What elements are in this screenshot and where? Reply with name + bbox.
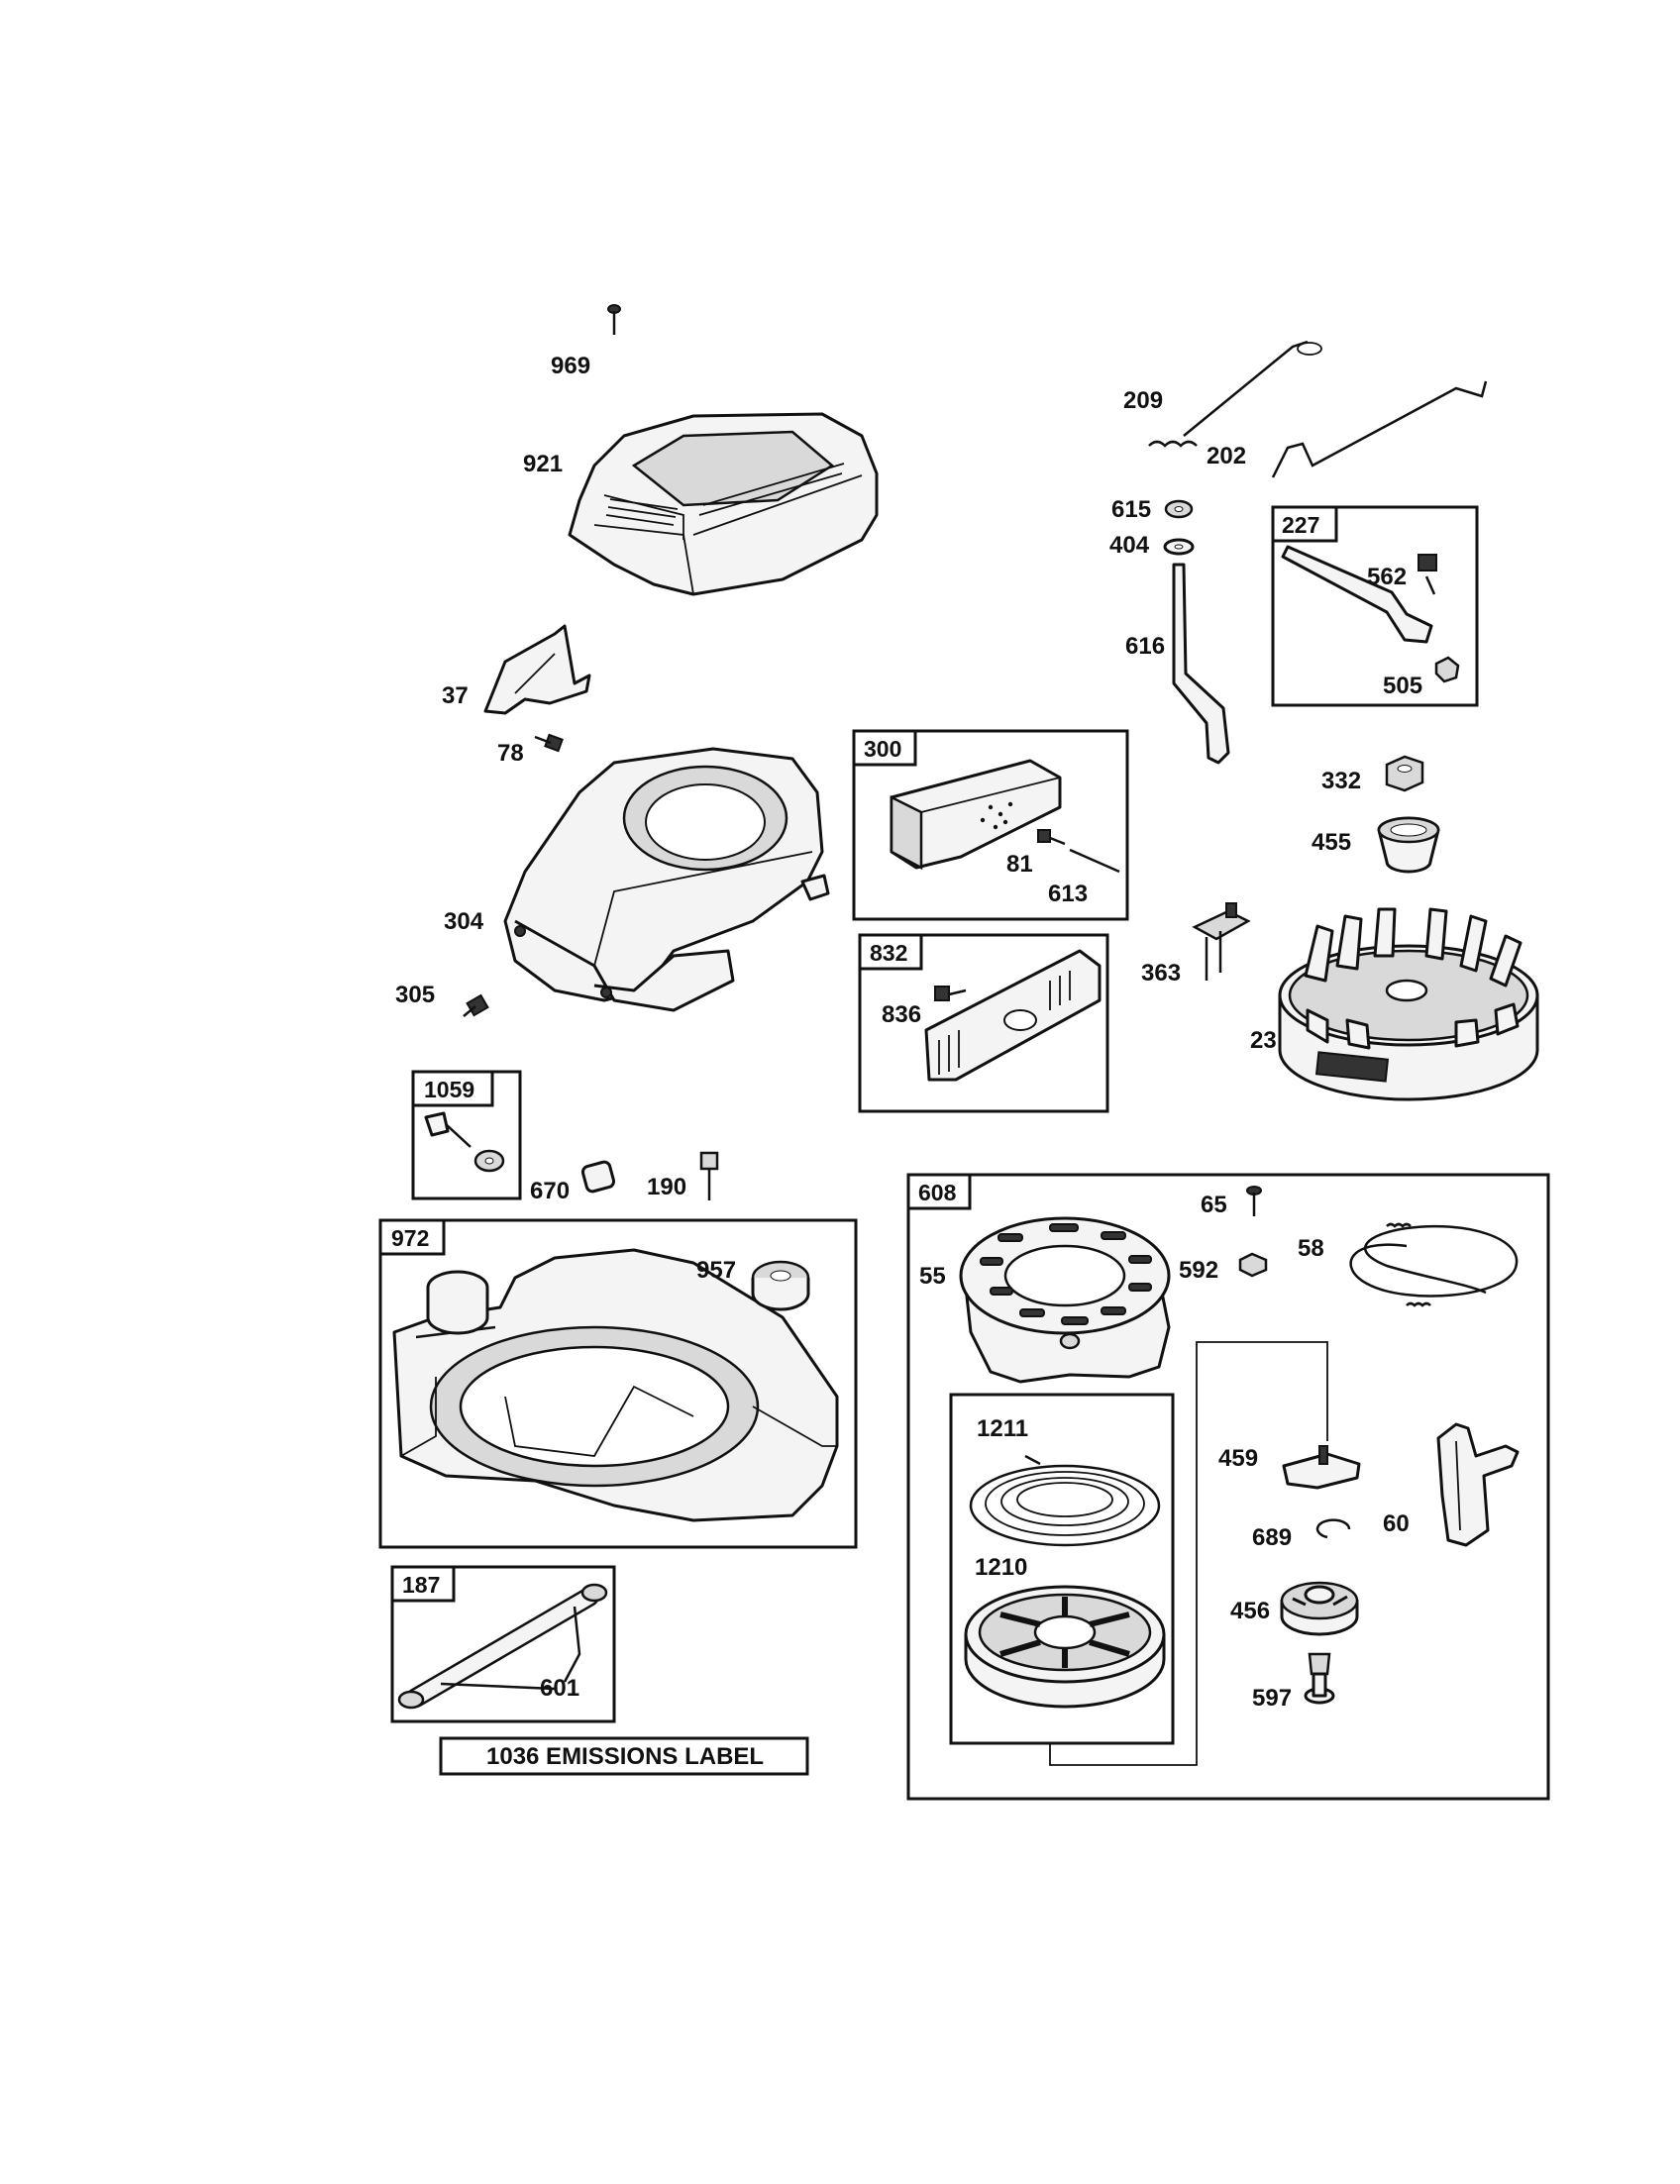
part-613-pin — [1069, 848, 1120, 874]
part-972-fuel-tank — [392, 1248, 839, 1522]
label-1210: 1210 — [975, 1554, 1027, 1581]
part-81-screw — [1037, 829, 1066, 846]
label-65: 65 — [1201, 1192, 1227, 1218]
box-227: 227 562 505 — [1271, 505, 1479, 707]
part-37-shield — [483, 624, 591, 715]
label-305: 305 — [395, 982, 435, 1008]
part-304-blower-housing — [503, 747, 830, 1012]
label-81: 81 — [1006, 851, 1033, 878]
label-190: 190 — [647, 1174, 686, 1200]
label-597: 597 — [1252, 1685, 1292, 1712]
label-78: 78 — [497, 740, 524, 767]
part-836-screw — [934, 986, 967, 1001]
part-601-fuel-line-clamps — [397, 1583, 608, 1710]
label-836: 836 — [882, 1001, 921, 1028]
part-455-starter-cup — [1377, 816, 1440, 874]
label-332: 332 — [1321, 768, 1361, 794]
box-label-1059: 1059 — [424, 1077, 474, 1102]
part-404-washer — [1163, 538, 1195, 556]
box-label-972: 972 — [391, 1225, 429, 1251]
label-689: 689 — [1252, 1524, 1292, 1551]
label-921: 921 — [523, 451, 563, 477]
label-209: 209 — [1123, 387, 1163, 414]
label-1211: 1211 — [977, 1415, 1028, 1442]
label-60: 60 — [1383, 1510, 1410, 1537]
box-label-608: 608 — [918, 1180, 957, 1205]
part-957-fuel-cap — [751, 1260, 810, 1311]
part-202-link-rod — [1271, 380, 1488, 478]
label-592: 592 — [1179, 1257, 1218, 1284]
box-label-832: 832 — [870, 940, 907, 966]
box-label-227: 227 — [1282, 512, 1319, 538]
part-921-blower-housing-cover — [568, 412, 879, 596]
label-304: 304 — [444, 908, 484, 935]
label-505: 505 — [1383, 673, 1422, 699]
part-58-starter-rope — [1349, 1222, 1519, 1307]
label-616: 616 — [1125, 633, 1165, 660]
label-670: 670 — [530, 1178, 570, 1204]
part-689-retaining-clip — [1315, 1518, 1351, 1539]
part-332-nut — [1385, 755, 1424, 792]
connector-line-459 — [1196, 1341, 1328, 1441]
label-55: 55 — [919, 1263, 946, 1290]
label-37: 37 — [442, 682, 469, 709]
label-455: 455 — [1312, 829, 1351, 856]
label-202: 202 — [1207, 443, 1246, 469]
part-60-starter-handle — [1436, 1422, 1520, 1547]
box-1059: 1059 — [411, 1070, 522, 1200]
part-1211-recoil-spring — [969, 1454, 1161, 1547]
part-190-stud — [699, 1151, 719, 1200]
part-592-nut — [1238, 1252, 1268, 1278]
part-23-flywheel — [1278, 907, 1539, 1101]
label-363: 363 — [1141, 960, 1181, 987]
label-459: 459 — [1218, 1445, 1258, 1472]
label-969: 969 — [551, 353, 590, 379]
part-969-screw — [607, 304, 621, 335]
label-957: 957 — [696, 1257, 736, 1284]
part-227-governor-lever — [1281, 545, 1433, 644]
part-670-sleeve — [580, 1160, 616, 1194]
part-1210-pulley — [964, 1585, 1166, 1709]
part-562-bolt — [1418, 554, 1437, 595]
part-209-spring — [1148, 340, 1322, 448]
part-305-bolt — [463, 993, 489, 1017]
connector-line-bottom — [1049, 1410, 1198, 1766]
box-972: 972 957 — [378, 1218, 858, 1549]
inner-box-spring-pulley — [949, 1393, 1175, 1745]
part-832-muffler-guard — [924, 949, 1102, 1082]
part-459-pawl — [1282, 1445, 1361, 1490]
part-615-nut — [1164, 499, 1194, 519]
box-label-300: 300 — [864, 736, 901, 762]
part-65-screw — [1246, 1186, 1262, 1216]
part-78-bolt — [534, 733, 564, 753]
box-187: 187 601 — [390, 1565, 616, 1723]
label-23: 23 — [1250, 1027, 1277, 1054]
label-456: 456 — [1230, 1598, 1270, 1624]
box-300: 300 81 613 — [852, 729, 1129, 921]
label-404: 404 — [1109, 532, 1150, 559]
part-300-muffler — [890, 759, 1062, 871]
label-601: 601 — [540, 1675, 579, 1702]
label-58: 58 — [1298, 1235, 1324, 1262]
emissions-label-text: 1036 EMISSIONS LABEL — [486, 1743, 764, 1770]
part-456-ratchet — [1280, 1581, 1359, 1636]
label-615: 615 — [1111, 496, 1151, 523]
box-832: 832 836 — [858, 933, 1109, 1113]
part-597-screw — [1304, 1652, 1335, 1705]
part-505-nut — [1434, 656, 1460, 683]
emissions-label-box: 1036 EMISSIONS LABEL — [439, 1736, 809, 1776]
part-616-governor-shaft — [1172, 563, 1230, 765]
part-363-armature-bracket — [1192, 902, 1251, 981]
part-1059-bolt-washer — [424, 1111, 505, 1173]
label-613: 613 — [1048, 881, 1088, 907]
box-label-187: 187 — [402, 1572, 440, 1598]
part-55-starter-housing — [959, 1216, 1171, 1384]
label-562: 562 — [1367, 564, 1407, 590]
box-608: 608 55 65 — [906, 1173, 1550, 1801]
